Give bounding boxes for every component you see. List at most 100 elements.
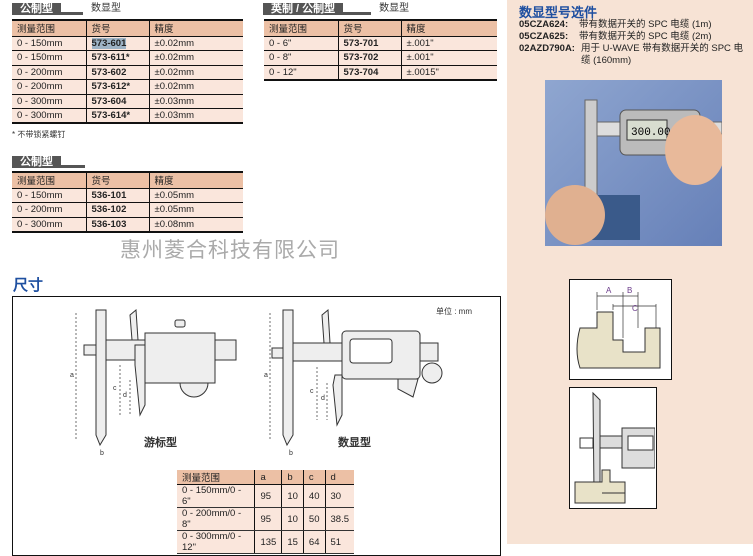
table-cell: 0 - 150mm <box>12 36 86 51</box>
col-header: 测量范围 <box>177 470 255 485</box>
table-cell: 573-612* <box>85 79 149 95</box>
dimensions-title: 尺寸 <box>13 277 44 294</box>
cell-text: ±0.02mm <box>154 37 195 49</box>
accessory-desc: 带有数据开关的 SPC 电缆 (1m) <box>579 19 712 30</box>
cell-text: 0 - 150mm/0 - 6" <box>182 485 242 507</box>
cell-text: 536-102 <box>91 204 127 216</box>
cell-text: 135 <box>260 536 277 548</box>
table-cell: 573-604 <box>85 94 149 109</box>
section-tag: 公制型 <box>12 156 61 168</box>
cell-text: 573-611* <box>91 52 130 64</box>
vernier-slider <box>144 332 216 384</box>
col-header: 测量范围 <box>264 19 338 37</box>
cell-text: 40 <box>308 490 320 502</box>
table-cell: 135 <box>254 530 282 554</box>
cell-text: ±0.02mm <box>154 52 195 64</box>
accessory-code: 05CZA625: <box>519 31 569 42</box>
cell-text: 30 <box>330 490 342 502</box>
table-cell: 10 <box>281 507 304 531</box>
table-cell: ±.0015" <box>400 65 497 81</box>
cell-text: 15 <box>287 536 298 548</box>
cell-text: 0 - 200mm <box>17 81 63 93</box>
label-b: B <box>627 286 632 295</box>
table-row: 0 - 150mm 573-601 ±0.02mm <box>12 36 243 51</box>
cell-text: 573-614* <box>91 110 131 121</box>
table-cell: 573-702 <box>337 50 401 66</box>
svg-text:d: d <box>321 395 325 402</box>
table-cell: 573-701 <box>337 36 401 51</box>
label-a: A <box>606 286 612 295</box>
accessory-desc: 用于 U-WAVE 带有数据开关的 SPC 电缆 (160mm) <box>581 43 744 66</box>
cell-text: 38.5 <box>330 513 350 525</box>
table-cell: 10 <box>281 484 304 508</box>
table-cell: 38.5 <box>324 507 354 531</box>
table-cell: ±0.05mm <box>148 188 243 203</box>
vernier-main-jaw <box>95 309 107 447</box>
cell-text: 573-701 <box>343 37 379 49</box>
table-cell: 536-102 <box>85 202 149 218</box>
table-cell: 0 - 150mm <box>12 188 86 203</box>
table-cell: ±.001" <box>400 36 497 51</box>
table-cell: 51 <box>324 530 354 554</box>
svg-text:d: d <box>123 392 127 399</box>
cell-text: 10 <box>287 513 298 525</box>
svg-text:b: b <box>100 450 104 457</box>
cell-text: 0 - 200mm/0 - 8" <box>182 508 242 530</box>
table-cell: ±0.08mm <box>148 217 243 233</box>
table-cell: 64 <box>302 530 325 554</box>
table-row: 0 - 6" 573-701 ±.001" <box>264 36 497 51</box>
table-cell: 0 - 6" <box>264 36 338 51</box>
accessory-item: 02AZD790A:用于 U-WAVE 带有数据开关的 SPC 电缆 (160m… <box>519 43 749 67</box>
cell-text: 51 <box>330 536 342 548</box>
cell-text: 573-601 <box>91 37 127 49</box>
section-header-metric-vernier: 公制型 <box>12 156 85 168</box>
cell-text: 0 - 8" <box>269 52 292 64</box>
unit-label: 单位 : mm <box>436 307 472 316</box>
table-cell: 15 <box>281 530 304 554</box>
table-cell: 573-704 <box>337 65 401 81</box>
cell-text: ±0.02mm <box>154 81 195 93</box>
table-row: 0 - 8"573-702±.001" <box>264 50 497 66</box>
cell-text: 573-602 <box>91 66 127 78</box>
cell-text: 0 - 300mm <box>17 110 63 121</box>
col-header: 货号 <box>85 171 149 189</box>
photo-display-reading: 300.00 <box>631 127 671 139</box>
table-row: 0 - 200mm 573-612* ±0.02mm <box>12 79 243 95</box>
col-header: c <box>302 470 325 485</box>
cell-text: 536-103 <box>91 218 127 230</box>
table-cell: ±0.02mm <box>148 36 243 51</box>
table-cell: 573-611* <box>85 50 149 66</box>
digital-type-label: 数显型 <box>338 437 371 449</box>
cell-text: ±.001" <box>406 37 434 49</box>
table-cell: 95 <box>254 507 282 531</box>
col-header: b <box>281 470 304 485</box>
accessory-code: 05CZA624: <box>519 19 569 30</box>
cell-text: 10 <box>287 490 298 502</box>
table-cell: 50 <box>302 507 325 531</box>
table-cell: 0 - 150mm <box>12 50 86 66</box>
table-cell: 536-101 <box>85 188 149 203</box>
table-cell: 0 - 200mm/0 - 8" <box>177 507 255 531</box>
table-row: 0 - 200mm/0 - 8" 95 10 50 38.5 <box>177 507 354 531</box>
col-header: 测量范围 <box>12 19 86 37</box>
svg-text:a: a <box>264 372 268 379</box>
cell-text: 50 <box>308 513 320 525</box>
watermark: 惠州菱合科技有限公司 <box>120 238 340 262</box>
table-cell: 0 - 200mm <box>12 202 86 218</box>
cell-text: ±0.05mm <box>154 189 195 201</box>
cell-text: 573-604 <box>91 95 127 107</box>
accessories-title: 数显型号选件 <box>519 5 598 20</box>
table-cell: 0 - 200mm <box>12 65 86 80</box>
table-cell: 0 - 12" <box>264 65 338 81</box>
svg-text:a: a <box>70 372 74 379</box>
cell-text: 573-702 <box>343 52 379 64</box>
